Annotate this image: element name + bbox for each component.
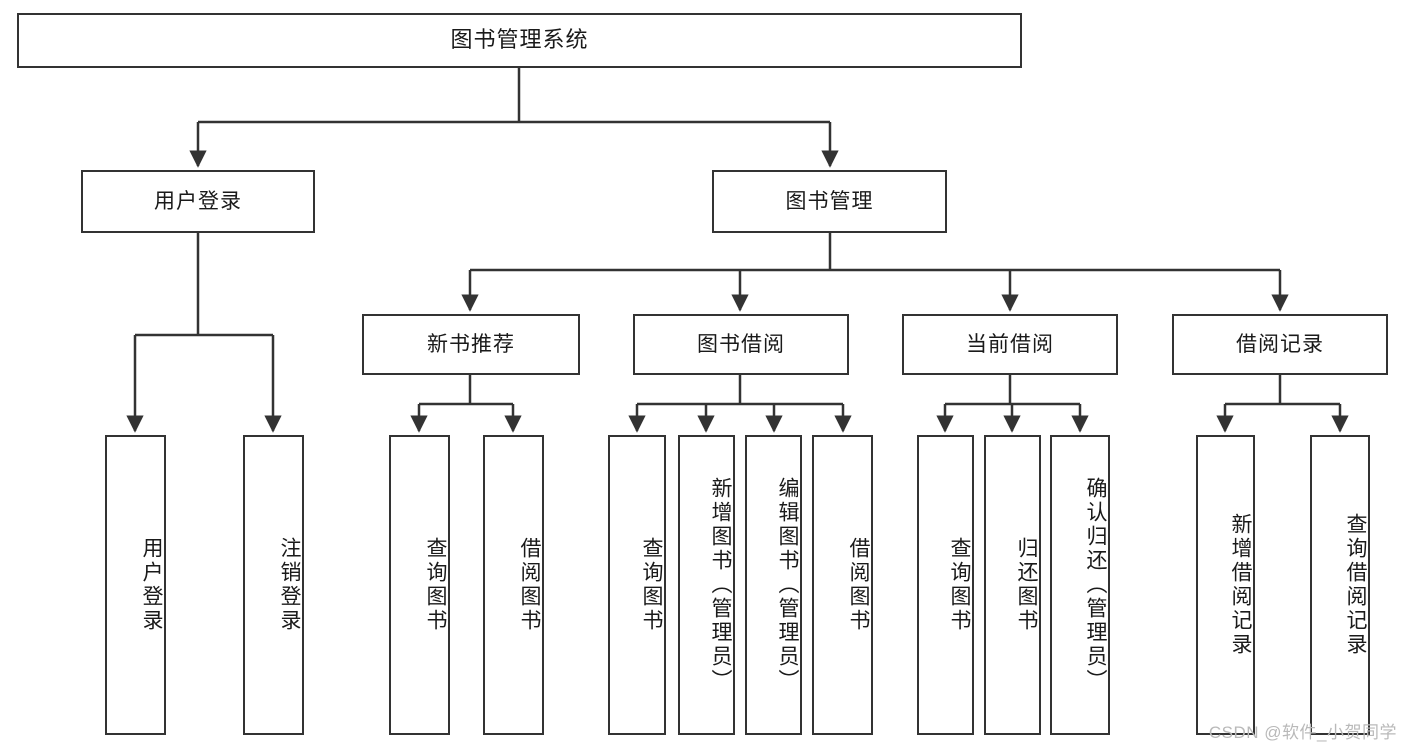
- node-book-borrow-label: 图书借阅: [697, 332, 785, 356]
- node-borrow-records-label: 借阅记录: [1236, 332, 1324, 356]
- leaf-book-borrow-lend[interactable]: 借阅图书: [812, 435, 873, 735]
- node-new-book-recommend[interactable]: 新书推荐: [362, 314, 580, 375]
- leaf-label: 借阅图书: [518, 537, 541, 633]
- leaf-book-borrow-add[interactable]: 新增图书（管理员）: [678, 435, 735, 735]
- watermark: CSDN @软件_小贺同学: [1208, 723, 1397, 742]
- node-current-borrow-label: 当前借阅: [966, 332, 1054, 356]
- leaf-current-borrow-return[interactable]: 归还图书: [984, 435, 1041, 735]
- leaf-records-query[interactable]: 查询借阅记录: [1310, 435, 1370, 735]
- node-book-management[interactable]: 图书管理: [712, 170, 947, 233]
- leaf-label: 用户登录: [140, 537, 163, 633]
- leaf-user-login-signout[interactable]: 注销登录: [243, 435, 304, 735]
- leaf-label: 查询借阅记录: [1344, 513, 1367, 657]
- node-root[interactable]: 图书管理系统: [17, 13, 1022, 68]
- leaf-label: 查询图书: [948, 537, 971, 633]
- node-book-borrow[interactable]: 图书借阅: [633, 314, 849, 375]
- node-root-label: 图书管理系统: [450, 27, 589, 53]
- leaf-label: 新增借阅记录: [1229, 513, 1252, 657]
- leaf-label: 注销登录: [278, 537, 301, 633]
- node-borrow-records[interactable]: 借阅记录: [1172, 314, 1388, 375]
- leaf-records-add[interactable]: 新增借阅记录: [1196, 435, 1255, 735]
- leaf-new-book-borrow[interactable]: 借阅图书: [483, 435, 544, 735]
- node-book-management-label: 图书管理: [785, 189, 874, 213]
- leaf-label: 归还图书: [1015, 537, 1038, 633]
- leaf-label: 查询图书: [424, 537, 447, 633]
- leaf-label: 查询图书: [640, 537, 663, 633]
- leaf-book-borrow-edit[interactable]: 编辑图书（管理员）: [745, 435, 802, 735]
- leaf-label: 编辑图书（管理员）: [776, 477, 799, 693]
- leaf-user-login-signin[interactable]: 用户登录: [105, 435, 166, 735]
- node-user-login-label: 用户登录: [154, 189, 242, 213]
- leaf-new-book-query[interactable]: 查询图书: [389, 435, 450, 735]
- leaf-current-borrow-confirm-return[interactable]: 确认归还（管理员）: [1050, 435, 1110, 735]
- node-user-login[interactable]: 用户登录: [81, 170, 315, 233]
- node-new-book-recommend-label: 新书推荐: [427, 332, 515, 356]
- leaf-book-borrow-query[interactable]: 查询图书: [608, 435, 666, 735]
- leaf-label: 确认归还（管理员）: [1084, 477, 1107, 693]
- leaf-label: 借阅图书: [847, 537, 870, 633]
- node-current-borrow[interactable]: 当前借阅: [902, 314, 1118, 375]
- leaf-current-borrow-query[interactable]: 查询图书: [917, 435, 974, 735]
- leaf-label: 新增图书（管理员）: [709, 477, 732, 693]
